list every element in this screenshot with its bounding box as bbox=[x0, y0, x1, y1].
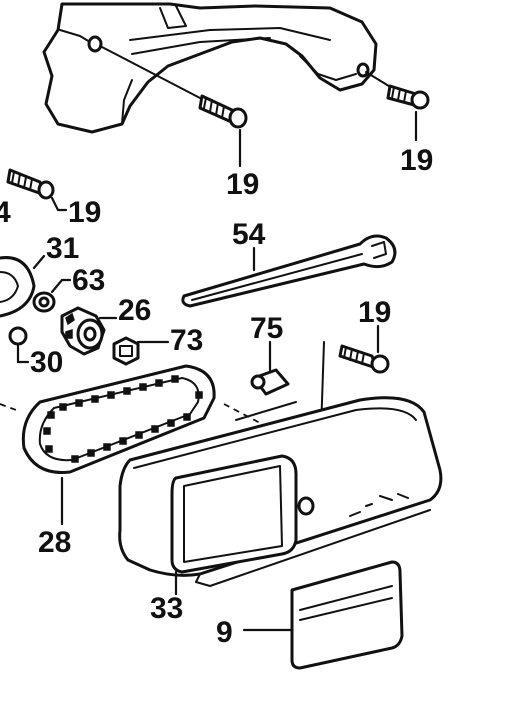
nut-73 bbox=[112, 336, 140, 366]
toothed-belt-28 bbox=[21, 364, 216, 474]
callout-19-mid-right: 19 bbox=[358, 296, 391, 329]
callout-19-top-right: 19 bbox=[400, 144, 433, 177]
callout-26: 26 bbox=[118, 294, 151, 327]
pin-75 bbox=[250, 368, 290, 396]
callout-31: 31 bbox=[46, 232, 79, 265]
motor-pulley-31 bbox=[0, 256, 36, 318]
callout-33: 33 bbox=[150, 592, 183, 625]
wrench-54 bbox=[181, 234, 397, 308]
upper-housing bbox=[42, 2, 378, 134]
screw-19-top-left bbox=[198, 94, 248, 129]
label-plate-9 bbox=[290, 560, 404, 670]
washer-63 bbox=[32, 291, 56, 313]
callout-4: 4 bbox=[0, 196, 11, 229]
callout-30: 30 bbox=[30, 346, 63, 379]
callout-54: 54 bbox=[232, 218, 266, 251]
callout-19-left: 19 bbox=[68, 196, 101, 229]
callout-19-top-left: 19 bbox=[226, 168, 259, 201]
callout-28: 28 bbox=[38, 526, 71, 559]
callout-63: 63 bbox=[72, 264, 105, 297]
part-30 bbox=[8, 326, 28, 346]
screw-19-top-right bbox=[386, 84, 430, 110]
screw-19-mid-right bbox=[338, 344, 390, 374]
belt-cover-33 bbox=[118, 396, 443, 587]
callout-75: 75 bbox=[250, 312, 283, 345]
pulley-26 bbox=[60, 306, 106, 356]
callout-73: 73 bbox=[170, 324, 203, 357]
screw-19-left bbox=[6, 168, 55, 200]
callout-9: 9 bbox=[216, 616, 233, 649]
